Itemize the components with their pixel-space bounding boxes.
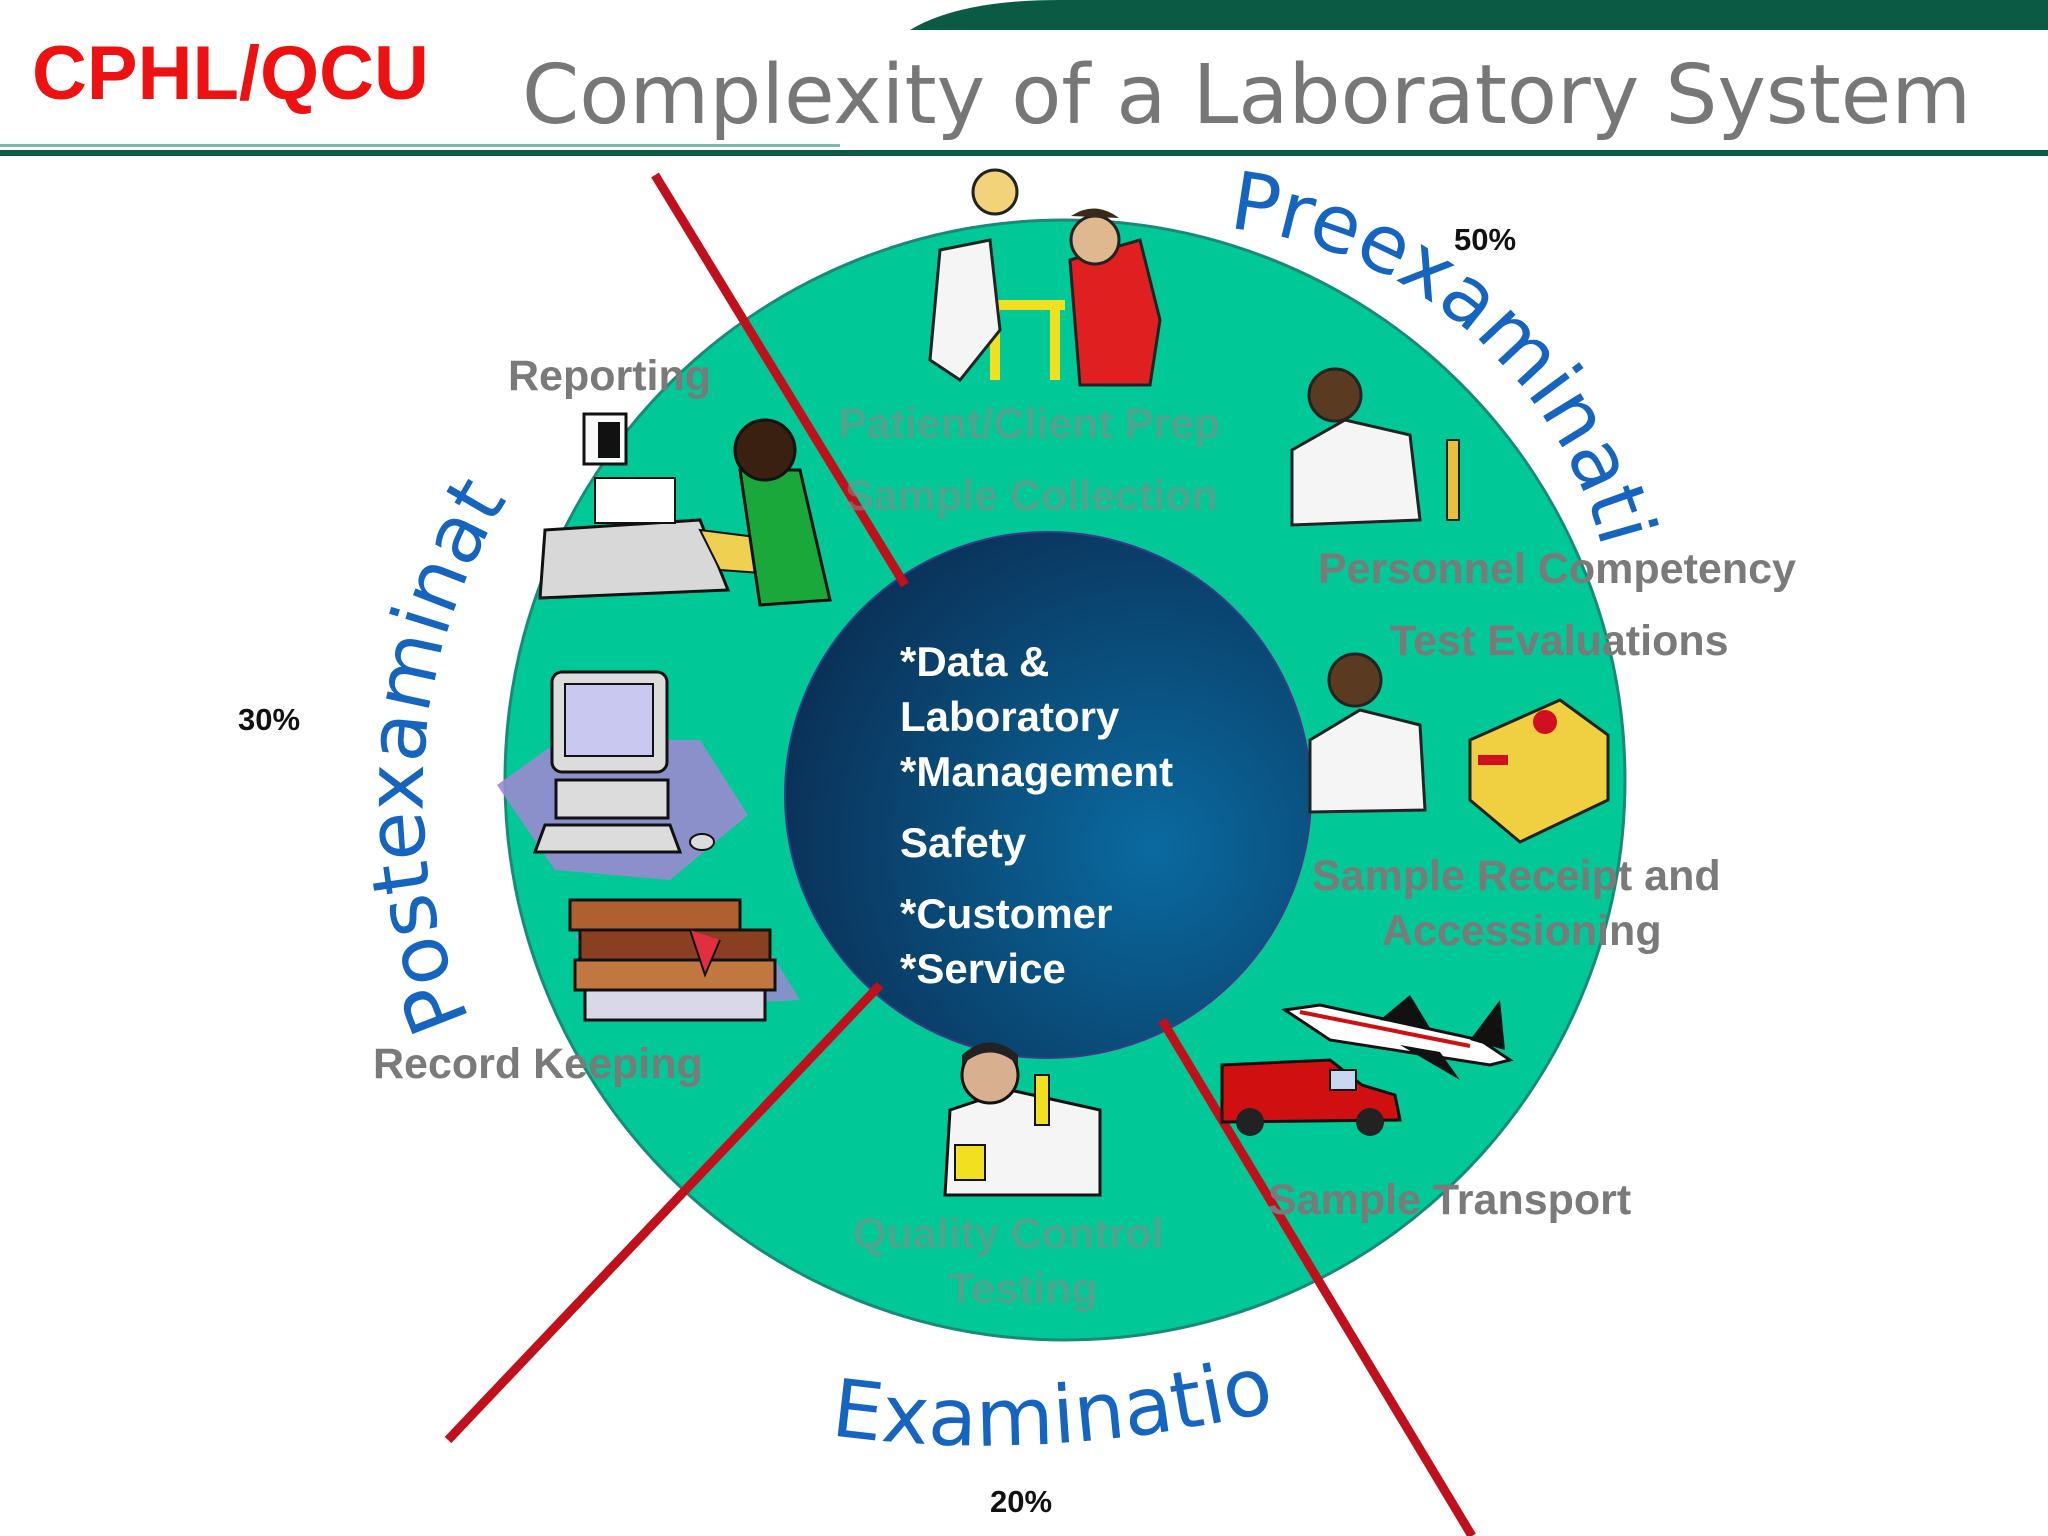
label-sample-collection: Sample Collection <box>845 472 1218 520</box>
core-line-2: Laboratory <box>900 693 1120 740</box>
lab-technician-icon <box>1290 367 1460 527</box>
post-percent: 30% <box>238 702 300 737</box>
label-patient-prep: Patient/Client Prep <box>838 400 1220 448</box>
core-line-6: *Service <box>900 945 1066 992</box>
core-line-4: Safety <box>900 819 1027 866</box>
exam-percent: 20% <box>990 1484 1052 1519</box>
core-line-5: *Customer <box>900 890 1112 937</box>
page-title: Complexity of a Laboratory System <box>522 48 1972 143</box>
phase-postexamination: Postexamination <box>0 0 523 1047</box>
brand-logo-text: CPHL/QCU <box>32 31 429 116</box>
divider-line-post-pre <box>651 172 909 588</box>
package-icon <box>1308 652 1610 844</box>
scientist-icon <box>943 1042 1102 1197</box>
label-record-keeping: Record Keeping <box>373 1040 703 1088</box>
core-line-1: *Data & <box>900 638 1049 685</box>
label-sample-transport: Sample Transport <box>1268 1176 1631 1224</box>
label-testing: Testing <box>948 1265 1098 1313</box>
telephone-icon <box>582 412 628 466</box>
header-banner <box>0 0 2048 156</box>
books-icon <box>568 898 800 1022</box>
airplane-icon <box>1280 995 1514 1080</box>
divider-line-post-exam <box>444 981 884 1444</box>
core-line-3: *Management <box>900 748 1173 795</box>
divider-line-exam-pre <box>1158 1017 1476 1536</box>
slide-header: CPHL/QCU Complexity of a Laboratory Syst… <box>0 0 2048 160</box>
label-accessioning: Accessioning <box>1382 907 1662 955</box>
label-quality-control: Quality Control <box>853 1210 1164 1258</box>
label-reporting: Reporting <box>508 352 711 400</box>
label-test-evaluations: Test Evaluations <box>1390 617 1729 665</box>
label-personnel-competency: Personnel Competency <box>1318 545 1796 593</box>
computer-icon <box>497 670 748 880</box>
fax-machine-icon <box>538 418 832 607</box>
van-icon <box>1220 1058 1402 1136</box>
pre-percent: 50% <box>1454 222 1516 257</box>
label-sample-receipt: Sample Receipt and <box>1312 852 1721 900</box>
phlebotomy-icon <box>928 168 1162 387</box>
